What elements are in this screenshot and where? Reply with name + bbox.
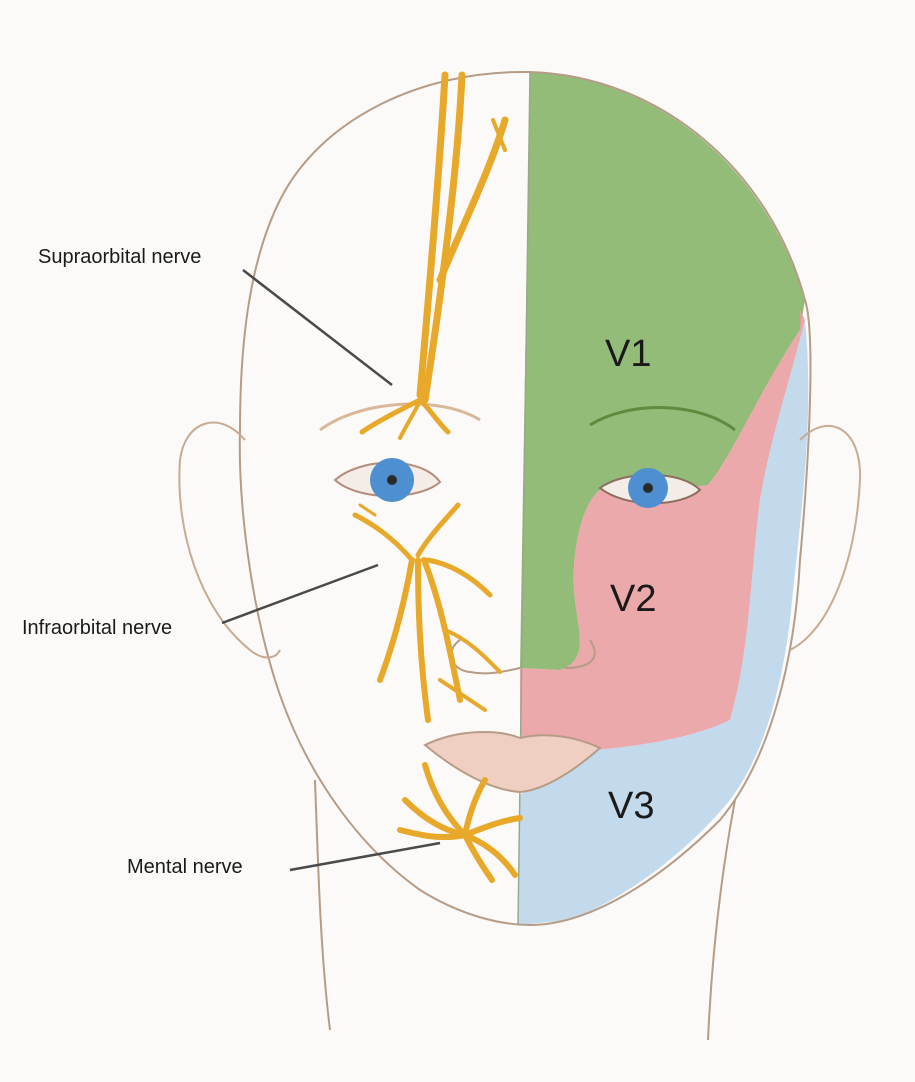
left-ear: [179, 423, 280, 658]
mental-leader: [290, 843, 440, 870]
v1-label: V1: [605, 333, 651, 376]
neck-right: [708, 800, 735, 1040]
infraorbital-nerve: [355, 505, 500, 720]
mental-label: Mental nerve: [127, 856, 243, 879]
supraorbital-nerve: [362, 75, 505, 438]
right-pupil: [643, 483, 653, 493]
left-pupil: [387, 475, 397, 485]
infraorbital-label: Infraorbital nerve: [22, 617, 172, 640]
supraorbital-leader: [243, 270, 392, 385]
supraorbital-label: Supraorbital nerve: [38, 246, 201, 269]
infraorbital-leader: [222, 565, 378, 623]
neck-left: [315, 780, 330, 1030]
v2-label: V2: [610, 578, 656, 621]
v3-label: V3: [608, 785, 654, 828]
